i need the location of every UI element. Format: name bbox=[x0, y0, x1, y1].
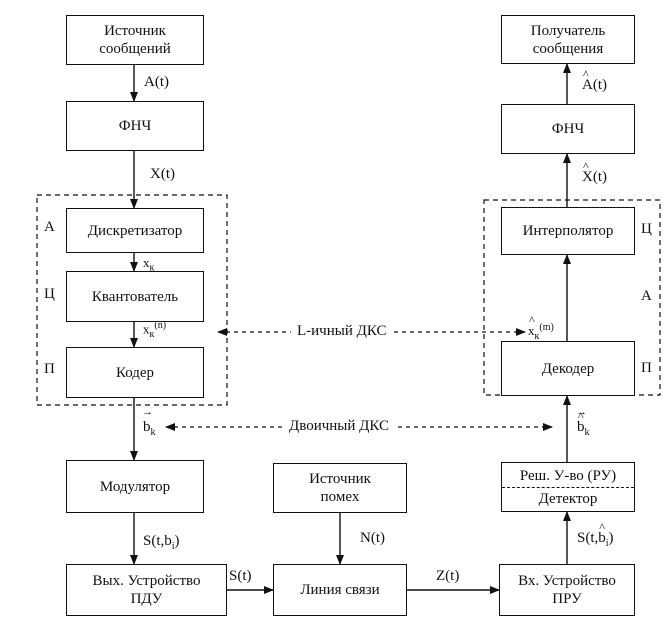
interpolator-block: Интерполятор bbox=[501, 207, 635, 255]
signal-x-t: X(t) bbox=[150, 166, 175, 182]
tx-output-line1: Вых. Устройство bbox=[92, 573, 201, 589]
signal-x-k-n-sub: к bbox=[149, 328, 155, 340]
decoder-block: Декодер bbox=[501, 341, 635, 396]
signal-x-k-m-base: x bbox=[528, 313, 535, 339]
message-source-line2: сообщений bbox=[99, 41, 171, 57]
signal-n-t: N(t) bbox=[360, 530, 385, 546]
lpf-left-label: ФНЧ bbox=[118, 118, 152, 134]
coder-label: Кодер bbox=[115, 364, 155, 381]
comm-line-label: Линия связи bbox=[300, 582, 380, 598]
signal-x-hat-t-text: X(t) bbox=[582, 159, 607, 186]
noise-source-line1: Источник bbox=[309, 471, 371, 487]
signal-a-hat-t: A(t) bbox=[582, 67, 607, 94]
tx-output-device-block: Вых. Устройство ПДУ bbox=[66, 564, 227, 616]
signal-b-k: bk bbox=[142, 406, 156, 438]
message-receiver-block: Получатель сообщения bbox=[501, 15, 635, 64]
signal-x-k-n-sup: (n) bbox=[154, 320, 167, 331]
signal-s-t: S(t) bbox=[229, 568, 252, 584]
adc-group bbox=[36, 194, 228, 406]
signal-x-k-sub: к bbox=[149, 262, 155, 274]
decision-device-label: Реш. У-во (РУ) bbox=[519, 467, 617, 484]
signal-b-k-base: b bbox=[142, 406, 152, 436]
detector-label: Детектор bbox=[538, 490, 598, 507]
sampler-label: Дискретизатор bbox=[87, 222, 183, 239]
message-receiver-line1: Получатель bbox=[530, 22, 606, 39]
signal-b-k-hat-sub: k bbox=[584, 427, 590, 438]
adc-label-a: А bbox=[44, 219, 55, 235]
signal-x-hat-t: X(t) bbox=[582, 159, 607, 186]
signal-x-k-n-base: x bbox=[143, 321, 150, 337]
message-source-line1: Источник bbox=[104, 23, 166, 39]
adc-label-c: Ц bbox=[44, 286, 55, 302]
rx-input-device-block: Вх. Устройство ПРУ bbox=[499, 564, 635, 616]
signal-x-k-m-sup: (m) bbox=[539, 322, 554, 333]
dac-label-a: А bbox=[641, 288, 652, 304]
interpolator-label: Интерполятор bbox=[522, 223, 614, 239]
message-source-block: Источник сообщений bbox=[66, 15, 204, 65]
quantizer-block: Квантователь bbox=[66, 271, 204, 322]
lpf-right-block: ФНЧ bbox=[501, 104, 635, 154]
adc-label-p: П bbox=[44, 361, 55, 377]
signal-x-k-m-sub: к bbox=[534, 330, 540, 342]
quantizer-label: Квантователь bbox=[91, 288, 179, 305]
signal-x-k-n: xк(n) bbox=[143, 320, 166, 340]
signal-rx-b-hat: b bbox=[598, 520, 606, 547]
noise-source-block: Источник помех bbox=[273, 463, 407, 513]
signal-b-k-hat: bk bbox=[576, 406, 590, 438]
signal-b-k-sub: k bbox=[150, 427, 156, 438]
sampler-block: Дискретизатор bbox=[66, 208, 204, 253]
rx-input-line2: ПРУ bbox=[552, 591, 582, 607]
modulator-block: Модулятор bbox=[66, 460, 204, 513]
message-receiver-line2: сообщения bbox=[532, 40, 604, 57]
signal-a-hat-t-text: A(t) bbox=[582, 67, 607, 94]
signal-s-t-bi: S(t,bi) bbox=[143, 533, 180, 552]
l-ary-channel-label: L-ичный ДКС bbox=[291, 323, 393, 340]
comm-line-block: Линия связи bbox=[273, 564, 407, 616]
lpf-right-label: ФНЧ bbox=[551, 121, 585, 137]
binary-channel-label: Двоичный ДКС bbox=[283, 418, 396, 435]
signal-x-k: xк bbox=[143, 255, 154, 274]
signal-s-t-bi-base: S(t,b bbox=[143, 533, 172, 549]
signal-b-k-hat-base: b bbox=[576, 406, 586, 436]
signal-x-k-base: x bbox=[143, 255, 150, 270]
rx-input-line1: Вх. Устройство bbox=[518, 573, 616, 589]
dac-label-c: Ц bbox=[641, 221, 652, 237]
decoder-label: Декодер bbox=[541, 360, 595, 377]
signal-a-t: A(t) bbox=[144, 74, 169, 90]
noise-source-line2: помех bbox=[320, 489, 360, 505]
signal-s-t-bi-sub: i bbox=[171, 541, 175, 552]
signal-z-t: Z(t) bbox=[436, 568, 460, 584]
decision-detector-block: Реш. У-во (РУ) Детектор bbox=[501, 462, 635, 512]
coder-block: Кодер bbox=[66, 347, 204, 398]
signal-x-k-m: xк(m) bbox=[528, 313, 554, 342]
signal-rx-s-t-base: S(t, bbox=[577, 530, 599, 546]
modulator-label: Модулятор bbox=[99, 478, 171, 495]
lpf-left-block: ФНЧ bbox=[66, 101, 204, 151]
dac-label-p: П bbox=[641, 360, 652, 376]
signal-rx-bi-sub: i bbox=[605, 538, 609, 549]
tx-output-line2: ПДУ bbox=[130, 591, 163, 607]
signal-rx-s-t-bi: S(t,bi) bbox=[577, 520, 614, 549]
decision-detector-divider bbox=[502, 486, 634, 488]
